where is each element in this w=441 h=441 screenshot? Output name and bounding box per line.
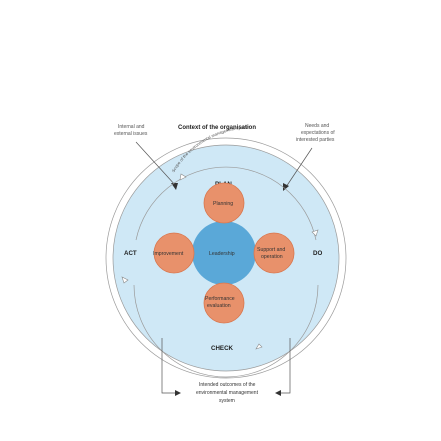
performance-evaluation-circle	[203, 282, 245, 324]
outcomes-bracket	[161, 338, 291, 394]
leadership-circle	[192, 221, 256, 285]
improvement-label: Improvement	[153, 251, 184, 257]
needs-label-line-2: expectations of	[301, 130, 335, 136]
pdca-act-label: ACT	[124, 250, 137, 257]
outcomes-label-line-3: system	[219, 398, 235, 404]
arrow-internal-issues	[135, 141, 177, 187]
support-operation-circle	[253, 232, 295, 274]
cycle-arrow-top	[311, 229, 319, 237]
planning-label: Planning	[213, 201, 233, 207]
support-label-line-2: operation	[261, 254, 283, 260]
improvement-circle	[153, 232, 195, 274]
pdca-cycle-arc	[135, 166, 317, 241]
internal-issues-label-line-2: external issues	[114, 131, 148, 137]
pdca-do-label: DO	[313, 250, 322, 257]
needs-label-line-3: interested parties	[296, 137, 335, 143]
performance-label-line-2: evaluation	[207, 303, 231, 309]
arrow-needs-head	[283, 183, 289, 191]
needs-label-line-1: Needs and	[305, 123, 329, 129]
planning-circle	[203, 182, 245, 224]
cycle-arrow-plan	[179, 173, 187, 181]
context-title: Context of the organisation	[178, 125, 256, 131]
outcomes-arrow-right	[275, 390, 281, 396]
cycle-arrow-left	[121, 276, 129, 284]
internal-issues-label-line-1: Internal and	[118, 124, 145, 130]
cycle-arrow-bottom	[255, 343, 263, 350]
arrow-internal-issues-head	[171, 183, 178, 190]
outcomes-label-line-1: Intended outcomes of the	[199, 382, 256, 388]
outcomes-arrow-left	[175, 390, 181, 396]
support-label-line-1: Support and	[257, 247, 285, 253]
pdca-cycle-arc-lower	[133, 284, 319, 378]
leadership-label: Leadership	[209, 251, 235, 257]
outcomes-label-line-2: environmental management	[196, 390, 259, 396]
arrow-needs	[285, 147, 313, 188]
performance-label-line-1: Performance	[205, 296, 235, 302]
pdca-check-label: CHECK	[211, 345, 234, 352]
